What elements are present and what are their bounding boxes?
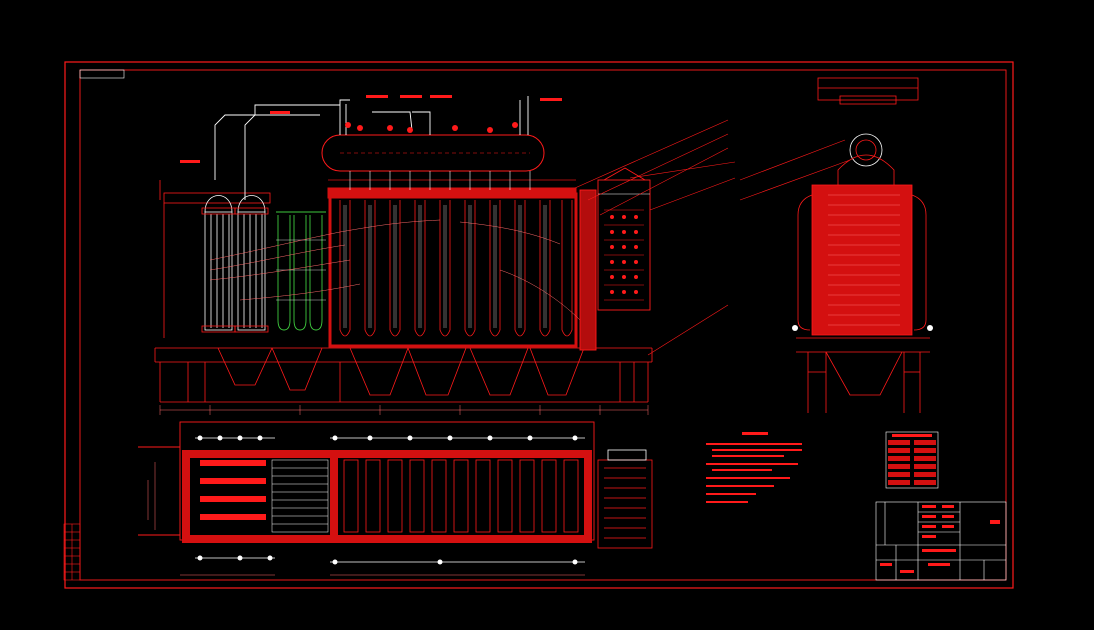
side-furnace-grid bbox=[828, 194, 900, 326]
technical-notes bbox=[706, 432, 802, 503]
drawing-frame bbox=[64, 61, 1014, 589]
plan-module-fill bbox=[182, 450, 592, 543]
foundation-base bbox=[154, 347, 653, 403]
plan-view bbox=[138, 421, 653, 576]
plan-right-preheater bbox=[597, 449, 653, 549]
connecting-pipes bbox=[209, 219, 581, 321]
air-preheater-stack bbox=[579, 167, 651, 351]
parameter-table bbox=[885, 431, 939, 489]
side-valves bbox=[792, 325, 933, 331]
drum-valves bbox=[345, 122, 518, 133]
callout-leaders bbox=[574, 119, 851, 356]
plan-superheater-bundles bbox=[271, 459, 329, 533]
superheater-left-tower-1 bbox=[201, 195, 236, 333]
title-block bbox=[875, 501, 1007, 581]
plan-left-headers bbox=[200, 460, 266, 520]
downcomers bbox=[349, 171, 531, 190]
plan-tube-columns bbox=[343, 459, 579, 533]
preheater-tube-rows bbox=[604, 209, 644, 301]
side-furnace-body bbox=[811, 184, 913, 336]
foundation-dimension-line bbox=[159, 405, 649, 415]
side-downcomer-loops bbox=[797, 194, 927, 331]
ash-hoppers bbox=[187, 347, 635, 402]
left-platform bbox=[159, 180, 271, 338]
furnace-module-outline bbox=[328, 192, 578, 348]
front-elevation-view bbox=[154, 95, 851, 415]
steam-drum bbox=[321, 134, 545, 172]
furnace-inner-tubes bbox=[343, 205, 547, 328]
left-revision-strip bbox=[63, 523, 81, 581]
superheater-left-tower-2 bbox=[234, 195, 269, 333]
side-hopper-base bbox=[796, 337, 930, 413]
title-block-fills bbox=[880, 505, 1000, 573]
elevation-tags bbox=[180, 95, 562, 163]
economizer-coils bbox=[276, 211, 326, 331]
drum-top-pipes bbox=[214, 96, 529, 200]
plan-dimension-lines bbox=[147, 462, 585, 576]
side-top-structure bbox=[817, 77, 919, 185]
furnace-tube-panels bbox=[339, 200, 573, 337]
preheater-nozzles bbox=[610, 215, 638, 294]
side-elevation-view bbox=[792, 77, 933, 413]
plan-rail-bolts bbox=[197, 435, 578, 565]
